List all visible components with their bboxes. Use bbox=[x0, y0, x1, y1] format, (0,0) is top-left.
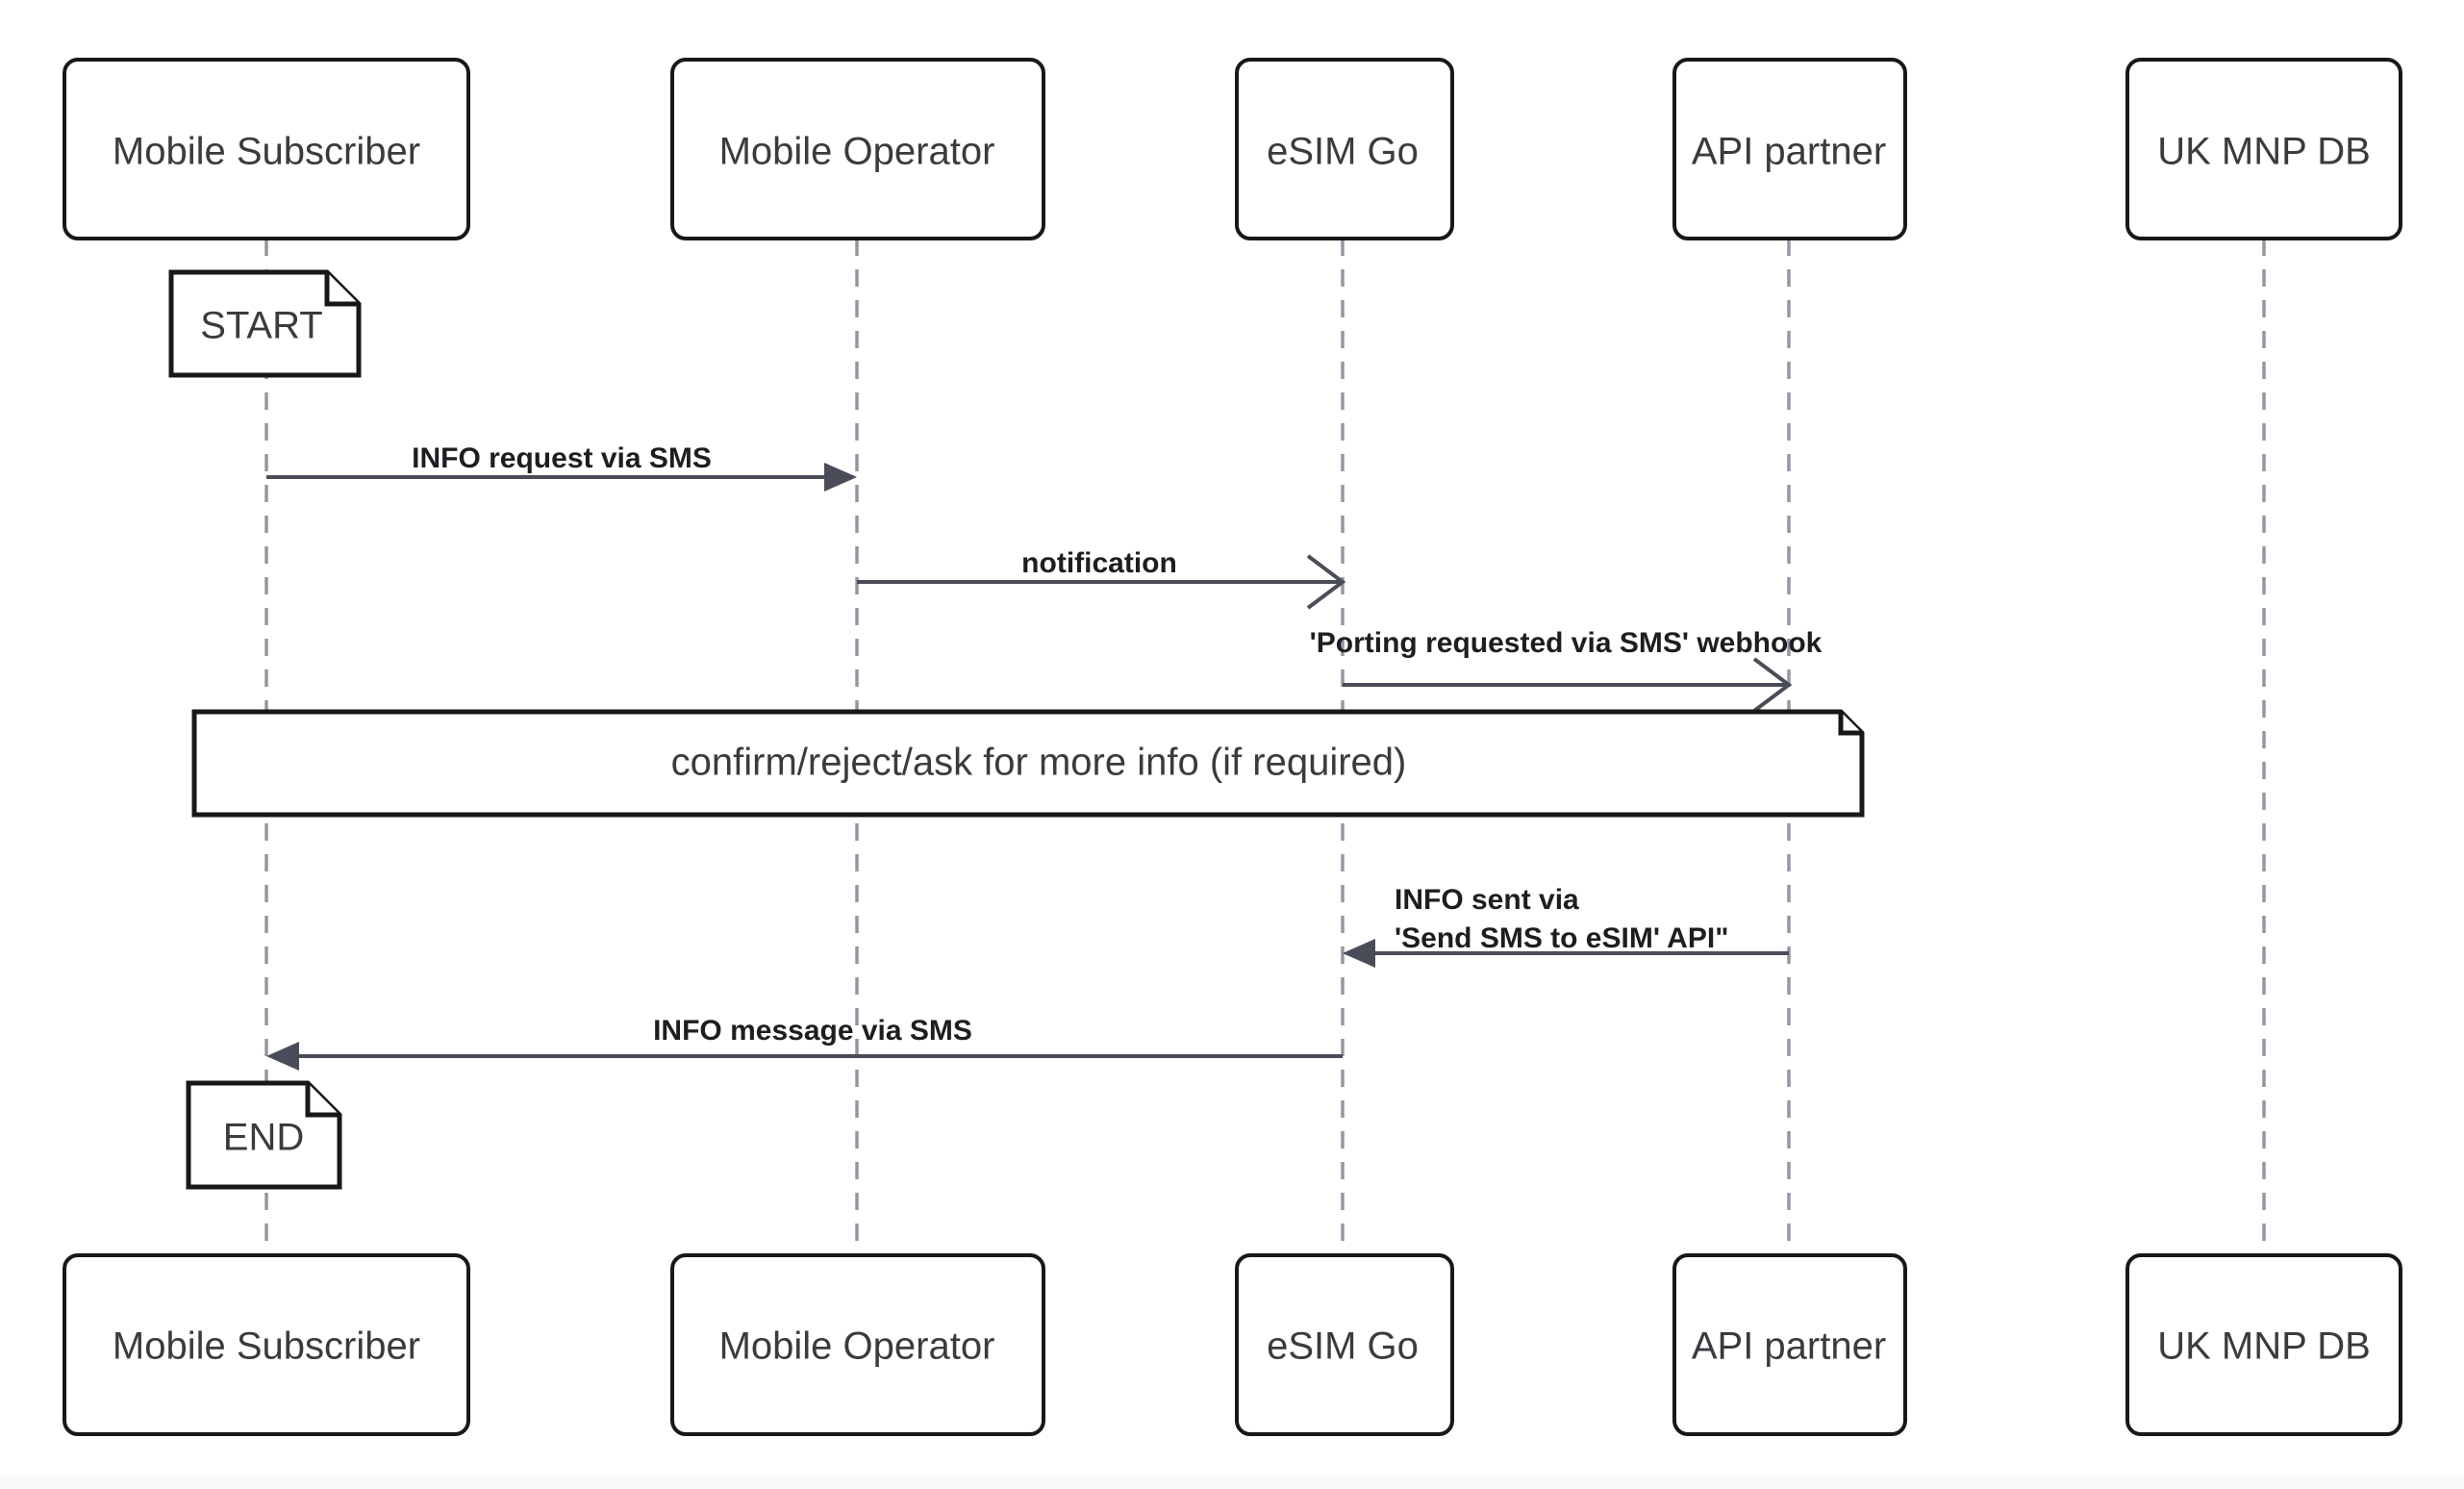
participant-bottom-esim-go[interactable]: eSIM Go bbox=[1235, 1253, 1454, 1436]
participant-label-esim-go: eSIM Go bbox=[1267, 131, 1419, 173]
message-info-request-label: INFO request via SMS bbox=[412, 442, 712, 474]
arrowhead-right-open-icon bbox=[1306, 554, 1346, 610]
participant-box-bottom-uk-mnp-db[interactable] bbox=[2125, 1253, 2402, 1436]
message-info-request[interactable]: INFO request via SMS bbox=[266, 442, 857, 492]
participant-bottom-mobile-operator[interactable]: Mobile Operator bbox=[670, 1253, 1045, 1436]
note-start-fold-icon bbox=[324, 272, 359, 307]
participant-top-mobile-subscriber[interactable]: Mobile Subscriber bbox=[63, 58, 470, 240]
participant-label-bottom-api-partner: API partner bbox=[1692, 1325, 1886, 1368]
message-porting-webhook[interactable]: 'Porting requested via SMS' webhook bbox=[1310, 627, 1823, 713]
participant-box-mobile-subscriber[interactable] bbox=[63, 58, 470, 240]
participant-bottom-mobile-subscriber[interactable]: Mobile Subscriber bbox=[63, 1253, 470, 1436]
participant-bottom-api-partner[interactable]: API partner bbox=[1672, 1253, 1907, 1436]
participant-label-uk-mnp-db: UK MNP DB bbox=[2157, 131, 2371, 173]
message-notification[interactable]: notification bbox=[857, 547, 1346, 610]
message-info-message-label: INFO message via SMS bbox=[653, 1015, 972, 1047]
note-end-label: END bbox=[223, 1117, 304, 1159]
participant-label-mobile-operator: Mobile Operator bbox=[719, 131, 995, 173]
participant-label-bottom-uk-mnp-db: UK MNP DB bbox=[2157, 1325, 2371, 1368]
page-bottom-strip bbox=[0, 1476, 2464, 1489]
arrowhead-right-open-icon bbox=[1752, 657, 1793, 713]
note-end-fold-icon bbox=[305, 1083, 339, 1118]
arrowhead-right-solid-icon bbox=[824, 463, 857, 492]
note-confirm-fold-icon bbox=[1838, 712, 1862, 736]
participant-label-bottom-mobile-operator: Mobile Operator bbox=[719, 1325, 995, 1368]
arrowhead-left-solid-icon bbox=[266, 1042, 299, 1071]
participant-box-uk-mnp-db[interactable] bbox=[2125, 58, 2402, 240]
participant-box-api-partner[interactable] bbox=[1672, 58, 1907, 240]
message-info-sent[interactable]: INFO sent via 'Send SMS to eSIM' API" bbox=[1343, 884, 1789, 968]
participant-top-mobile-operator[interactable]: Mobile Operator bbox=[670, 58, 1045, 240]
participant-label-mobile-subscriber: Mobile Subscriber bbox=[113, 131, 420, 173]
message-info-sent-label-line2: 'Send SMS to eSIM' API" bbox=[1395, 922, 1728, 954]
participant-top-api-partner[interactable]: API partner bbox=[1672, 58, 1907, 240]
note-confirm-shape[interactable] bbox=[191, 709, 1865, 818]
participant-bottom-uk-mnp-db[interactable]: UK MNP DB bbox=[2125, 1253, 2402, 1436]
participant-label-bottom-mobile-subscriber: Mobile Subscriber bbox=[113, 1325, 420, 1368]
participant-box-mobile-operator[interactable] bbox=[670, 58, 1045, 240]
participant-box-bottom-mobile-operator[interactable] bbox=[670, 1253, 1045, 1436]
participant-top-uk-mnp-db[interactable]: UK MNP DB bbox=[2125, 58, 2402, 240]
note-confirm[interactable]: confirm/reject/ask for more info (if req… bbox=[191, 709, 1865, 818]
arrowhead-left-solid-icon bbox=[1343, 939, 1375, 968]
participant-label-bottom-esim-go: eSIM Go bbox=[1267, 1325, 1419, 1368]
participant-box-bottom-api-partner[interactable] bbox=[1672, 1253, 1907, 1436]
participant-top-esim-go[interactable]: eSIM Go bbox=[1235, 58, 1454, 240]
message-notification-label: notification bbox=[1021, 547, 1177, 579]
note-end-shape[interactable] bbox=[186, 1080, 342, 1190]
participants-top: Mobile Subscriber Mobile Operator eSIM G… bbox=[63, 58, 2402, 240]
participant-label-api-partner: API partner bbox=[1692, 131, 1886, 173]
participants-bottom: Mobile Subscriber Mobile Operator eSIM G… bbox=[63, 1253, 2402, 1436]
message-info-sent-label-line1: INFO sent via bbox=[1395, 884, 1579, 916]
participant-box-esim-go[interactable] bbox=[1235, 58, 1454, 240]
participant-box-bottom-mobile-subscriber[interactable] bbox=[63, 1253, 470, 1436]
note-start-shape[interactable] bbox=[168, 269, 362, 378]
message-info-message[interactable]: INFO message via SMS bbox=[266, 1015, 1343, 1071]
note-end[interactable]: END bbox=[186, 1080, 342, 1190]
participant-box-bottom-esim-go[interactable] bbox=[1235, 1253, 1454, 1436]
message-porting-webhook-label: 'Porting requested via SMS' webhook bbox=[1310, 627, 1823, 659]
note-start[interactable]: START bbox=[168, 269, 362, 378]
note-confirm-label: confirm/reject/ask for more info (if req… bbox=[671, 742, 1407, 784]
note-start-label: START bbox=[200, 305, 322, 347]
